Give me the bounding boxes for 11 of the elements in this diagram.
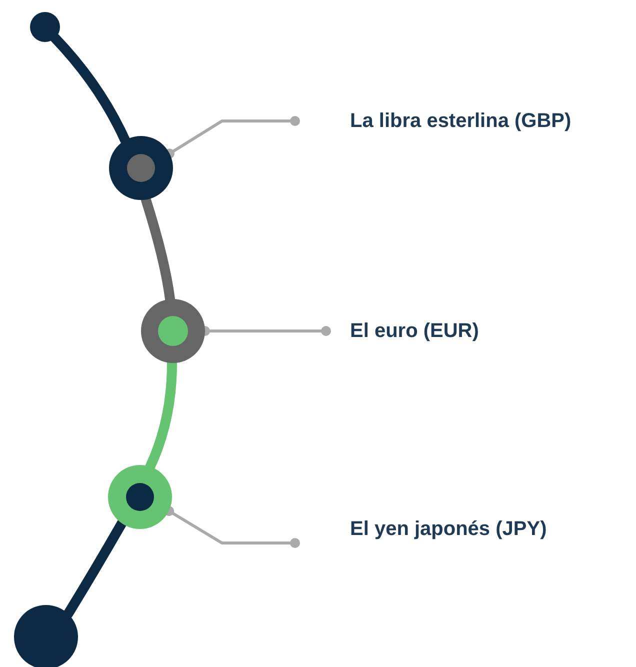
timeline-circle	[109, 136, 173, 200]
timeline-segment	[63, 518, 127, 619]
timeline-circle	[108, 465, 172, 529]
leader-line	[164, 116, 300, 159]
currency-label: La libra esterlina (GBP)	[290, 107, 572, 135]
currency-label: El yen japonés (JPY)	[290, 515, 547, 543]
leader-line	[164, 506, 300, 548]
timeline-segment	[50, 33, 130, 145]
timeline-circle	[30, 12, 60, 42]
currency-label: El euro (EUR)	[290, 317, 479, 345]
timeline-circle	[141, 299, 205, 363]
